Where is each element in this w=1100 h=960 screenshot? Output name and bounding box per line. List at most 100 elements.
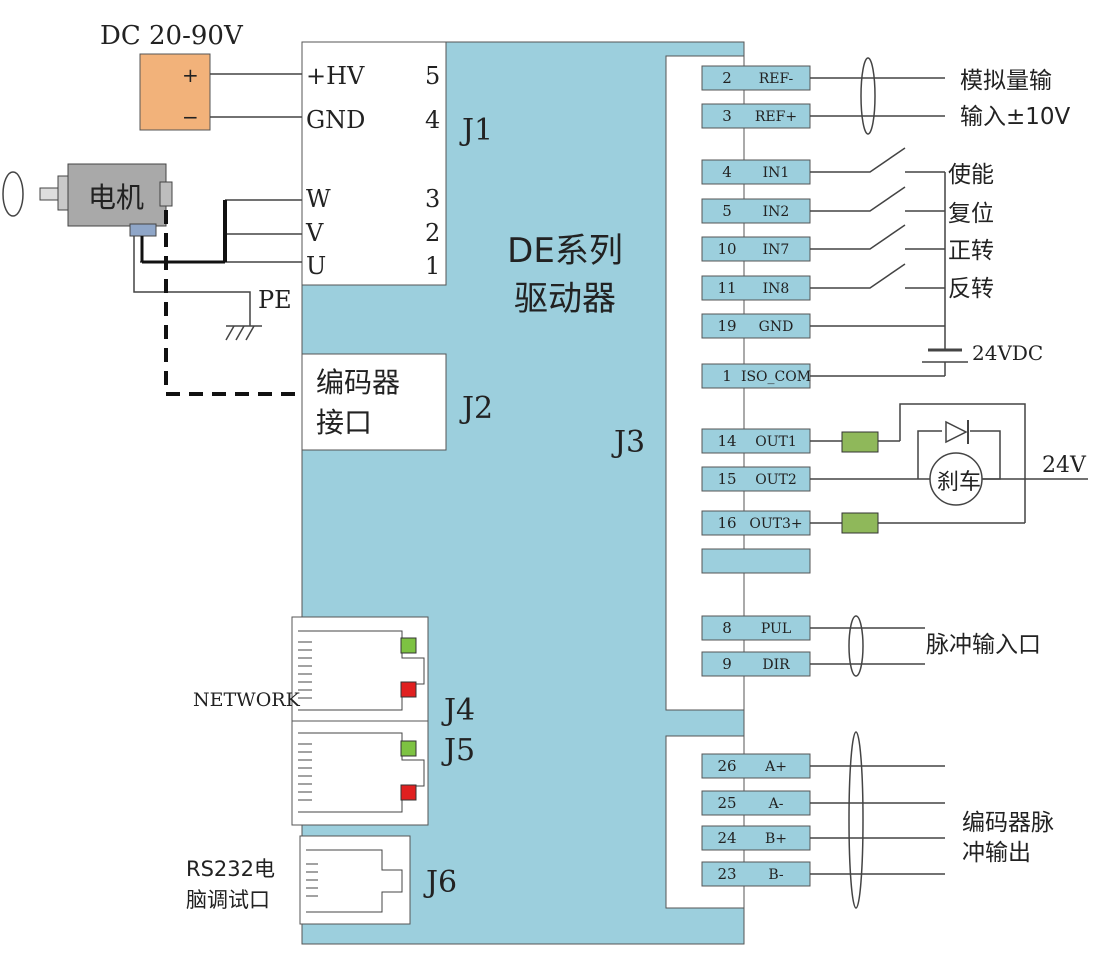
j3-pin: 26 A+	[701, 753, 811, 779]
pin-number: 25	[717, 794, 736, 812]
pin-number: 8	[722, 619, 732, 637]
pin-label: OUT2	[755, 472, 797, 488]
pin-label: REF+	[755, 109, 797, 125]
pin-number: 14	[717, 432, 736, 450]
j3-label: J3	[611, 425, 645, 460]
pin-number: 3	[722, 107, 732, 125]
network-label: NETWORK	[193, 689, 301, 711]
pin-box	[701, 363, 811, 389]
brake-label: 刹车	[937, 470, 981, 495]
pulse-input-label: 脉冲输入口	[926, 632, 1041, 658]
j2-text: 编码器	[316, 366, 400, 399]
pin-box	[701, 159, 811, 185]
pin-box	[701, 65, 811, 91]
pin-number: 26	[717, 757, 736, 775]
pin-label: DIR	[762, 657, 790, 673]
pin-label: IN7	[763, 242, 790, 258]
j1-pin-number: 5	[425, 62, 440, 90]
pin-label: GND	[759, 319, 794, 335]
motor-connector	[159, 181, 173, 207]
j4-led-green	[400, 637, 417, 654]
pin-label: IN8	[763, 281, 790, 297]
encoder-out-wires	[810, 731, 945, 909]
encoder-out-label: 冲输出	[962, 840, 1031, 866]
j6-block	[299, 835, 411, 925]
j1-pin-number: 4	[425, 106, 440, 134]
analog-label: 模拟量输	[960, 68, 1052, 94]
pin-number: 19	[717, 317, 736, 335]
opto-out3	[841, 512, 879, 534]
pin-label: A+	[764, 759, 787, 775]
j3-pin	[701, 548, 811, 574]
driver-subtitle: 驱动器	[514, 279, 616, 319]
pin-box	[701, 103, 811, 129]
motor-shaft-end	[2, 171, 24, 217]
j3-pin: 25 A-	[701, 790, 811, 816]
motor: 电机	[2, 163, 173, 237]
j1-pin-number: 3	[425, 185, 440, 213]
j1-pins: +HV 5 GND 4 W 3 V 2 U 1	[305, 62, 440, 280]
pin-box	[701, 275, 811, 301]
pin-label: PUL	[761, 621, 791, 637]
driver-title: DE系列	[507, 231, 623, 271]
encoder-out-label: 编码器脉	[962, 810, 1054, 836]
pin-number: 9	[722, 655, 732, 673]
j3-pin: 14 OUT1	[701, 428, 811, 454]
pin-box	[701, 236, 811, 262]
pin-label: B-	[768, 867, 784, 883]
j6-description: RS232电	[186, 857, 275, 881]
pin-number: 24	[717, 829, 736, 847]
j2-label: J2	[459, 391, 493, 426]
j1-pin-label: V	[305, 219, 324, 247]
pin-box	[701, 753, 811, 779]
j6-label: J6	[423, 865, 457, 900]
pin-number: 10	[717, 240, 736, 258]
motor-label: 电机	[88, 181, 144, 214]
power-wires	[210, 73, 302, 118]
pin-box	[701, 651, 811, 677]
opto-out1	[841, 431, 879, 453]
pin-box	[701, 825, 811, 851]
j4-port	[298, 630, 425, 711]
pin-box	[701, 510, 811, 536]
pin-box	[701, 466, 811, 492]
pin-label: OUT3+	[749, 516, 802, 532]
power-plus: +	[182, 63, 199, 87]
j3-pin: 9 DIR	[701, 651, 811, 677]
switch-label-enable: 使能	[948, 162, 994, 188]
j3-pin: 15 OUT2	[701, 466, 811, 492]
pin-label: A-	[768, 796, 784, 812]
pin-box	[701, 615, 811, 641]
pe-label: PE	[258, 286, 292, 314]
j3-pin: 3 REF+	[701, 103, 811, 129]
analog-label: 输入±10V	[960, 104, 1071, 130]
pin-number: 15	[717, 470, 736, 488]
j2-text: 接口	[316, 406, 372, 439]
power-title: DC 20-90V	[100, 21, 244, 51]
brake-diode	[945, 420, 969, 444]
j5-port	[298, 732, 425, 813]
pin-label: OUT1	[755, 434, 797, 450]
j5-label: J5	[441, 733, 475, 768]
power-supply	[139, 53, 211, 131]
brake-supply-label: 24V	[1042, 453, 1087, 478]
j2-connector	[301, 353, 447, 451]
j1-pin-label: U	[306, 252, 326, 280]
j1-pin-label: GND	[306, 106, 365, 134]
j5-led-green	[400, 740, 417, 757]
pin-number: 5	[722, 202, 732, 220]
switch-label-reverse: 反转	[948, 276, 994, 302]
switch-label-forward: 正转	[948, 238, 994, 264]
pin-box	[701, 548, 811, 574]
j3-pin: 19 GND	[701, 313, 811, 339]
j6-port	[306, 849, 403, 913]
